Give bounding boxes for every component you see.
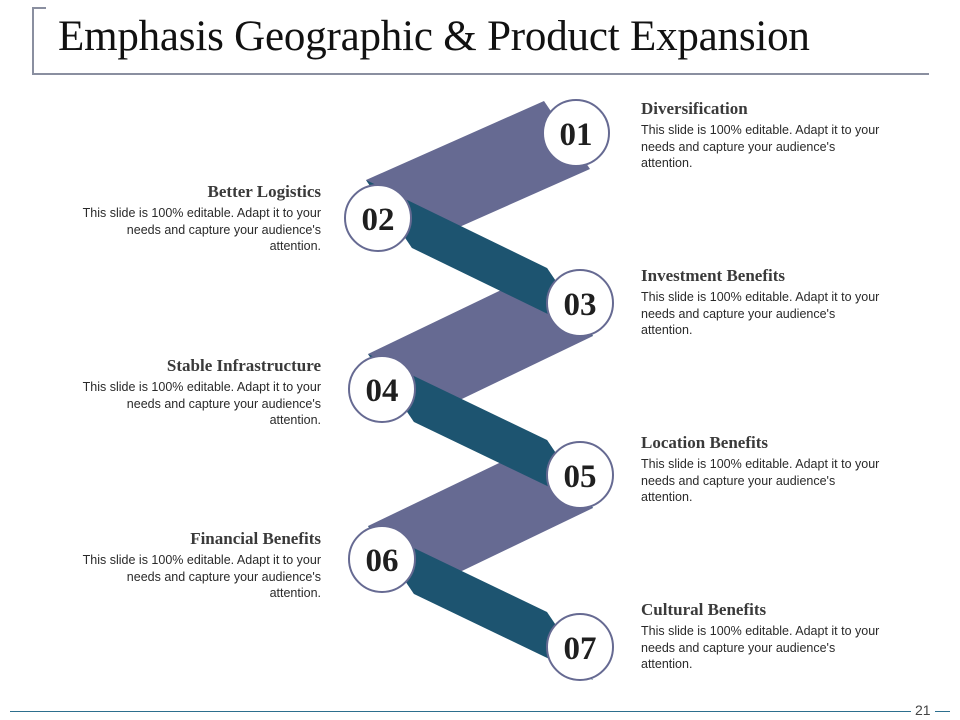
item-heading: Stable Infrastructure [166,356,321,375]
step-04-number: 04 [366,373,399,409]
item-investment-benefits: Investment Benefits This slide is 100% e… [641,266,886,339]
step-04-circle: 04 [348,355,416,423]
item-description: This slide is 100% editable. Adapt it to… [82,553,321,600]
step-05-circle: 05 [546,441,614,509]
item-location-benefits: Location Benefits This slide is 100% edi… [641,433,886,506]
item-stable-infrastructure: Stable Infrastructure This slide is 100%… [76,356,321,429]
step-01-circle: 01 [542,99,610,167]
item-heading: Diversification [641,99,748,118]
step-06-number: 06 [366,543,399,579]
title-bracket [32,7,929,75]
item-heading: Financial Benefits [190,529,321,548]
step-03-circle: 03 [546,269,614,337]
item-heading: Investment Benefits [641,266,786,285]
step-05-number: 05 [564,459,597,495]
page-number: 21 [911,702,935,718]
step-06-circle: 06 [348,525,416,593]
item-description: This slide is 100% editable. Adapt it to… [82,380,321,427]
item-heading: Cultural Benefits [641,600,767,619]
item-description: This slide is 100% editable. Adapt it to… [82,206,321,253]
slide-title: Emphasis Geographic & Product Expansion [58,13,810,60]
step-07-circle: 07 [546,613,614,681]
step-01-number: 01 [560,117,593,153]
step-03-number: 03 [564,287,597,323]
item-description: This slide is 100% editable. Adapt it to… [641,624,880,671]
ribbon-band-6-7 [368,526,593,680]
item-description: This slide is 100% editable. Adapt it to… [641,290,880,337]
item-diversification: Diversification This slide is 100% edita… [641,99,886,172]
step-02-circle: 02 [344,184,412,252]
footer-line [10,711,950,712]
item-description: This slide is 100% editable. Adapt it to… [641,457,880,504]
step-02-number: 02 [362,202,395,238]
item-better-logistics: Better Logistics This slide is 100% edit… [76,182,321,255]
item-description: This slide is 100% editable. Adapt it to… [641,123,880,170]
step-07-number: 07 [564,631,597,667]
item-cultural-benefits: Cultural Benefits This slide is 100% edi… [641,600,886,673]
item-heading: Location Benefits [641,433,769,452]
ribbon-band-2-3 [366,180,593,336]
item-financial-benefits: Financial Benefits This slide is 100% ed… [76,529,321,602]
item-heading: Better Logistics [207,182,321,201]
ribbon-band-4-5 [368,354,593,508]
